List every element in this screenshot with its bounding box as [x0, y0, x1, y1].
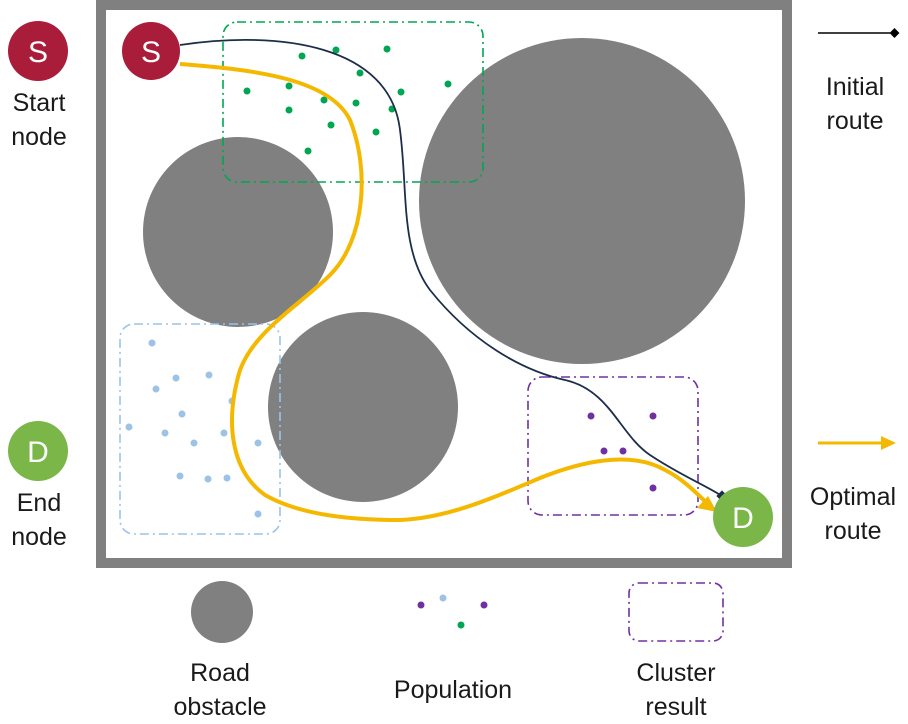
legend-initial-route-icon	[818, 28, 900, 38]
legend-road-obstacle-icon	[191, 581, 253, 643]
svg-text:D: D	[27, 436, 49, 469]
road-obstacle	[268, 312, 458, 502]
legend-cluster-icon	[628, 582, 724, 642]
svg-text:S: S	[141, 36, 161, 69]
population-purple	[587, 412, 657, 492]
road-obstacle	[419, 38, 745, 364]
cluster-purple	[527, 376, 699, 516]
optimal-route-line	[179, 62, 714, 523]
population-green	[243, 45, 452, 155]
svg-text:S: S	[28, 36, 48, 69]
legend-population-label: Population	[393, 676, 513, 704]
legend-start-icon: S	[8, 21, 68, 81]
legend-population-icon	[417, 594, 488, 629]
legend-optimal-route-icon	[818, 436, 896, 450]
map-start-node: S	[122, 22, 180, 80]
svg-text:D: D	[732, 502, 754, 535]
initial-route-line	[179, 38, 723, 497]
legend-end-icon: D	[8, 421, 68, 481]
optimal-route-arrowhead	[697, 496, 717, 512]
cluster-blue	[119, 323, 281, 535]
map-end-node: D	[713, 487, 773, 547]
cluster-green	[222, 21, 484, 183]
population-blue	[125, 339, 262, 518]
road-obstacle	[143, 137, 333, 327]
map-frame	[96, 0, 792, 568]
